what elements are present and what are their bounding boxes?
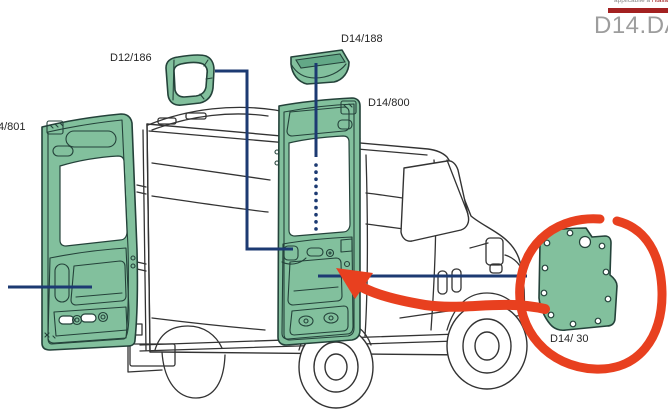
window-seal-part [165, 54, 215, 106]
label-window-seal: D12/186 [110, 52, 152, 64]
red-annotations [336, 214, 667, 374]
rear-door-panel [41, 113, 139, 351]
storage-tray-part [290, 49, 350, 85]
label-inner-panel: D14/ 30 [550, 333, 589, 345]
label-sliding-door: D14/800 [368, 97, 410, 109]
highlight-arrow-head [336, 268, 373, 299]
inner-panel-part [538, 227, 618, 332]
document-code: D14.DA [594, 12, 668, 39]
applicability-note: applicabile a l'italia [613, 0, 668, 4]
highlight-circle [515, 214, 667, 374]
sliding-door-panel [274, 97, 361, 346]
highlight-arrow-tail [352, 279, 550, 314]
label-storage-tray: D14/188 [341, 33, 383, 45]
leader-line-window-seal [215, 69, 293, 251]
label-rear-door: 4/801 [0, 121, 26, 133]
red-divider-bar [608, 8, 668, 13]
